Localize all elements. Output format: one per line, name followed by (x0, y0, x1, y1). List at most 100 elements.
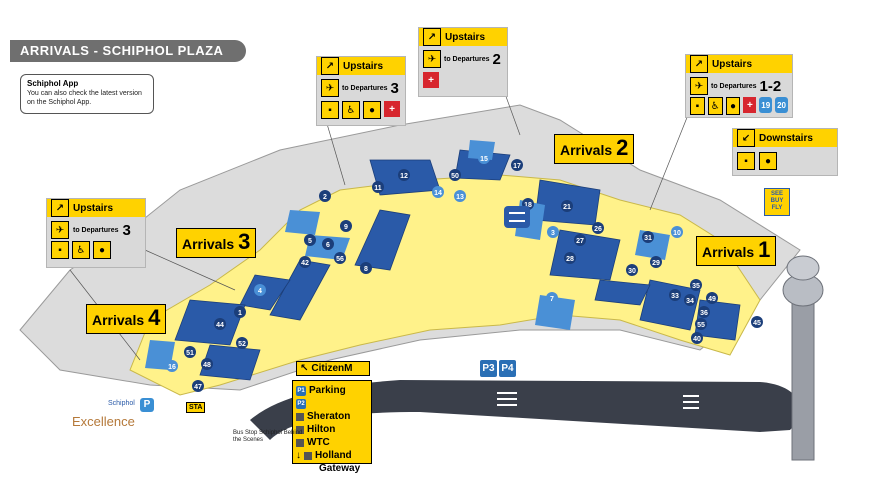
shop-50: 50 (449, 169, 461, 181)
luggage-icon: ▪ (690, 97, 705, 115)
downstairs-panel: ↙ Downstairs ▪ ● (732, 128, 838, 176)
p4-badge: P4 (499, 360, 516, 377)
upstairs-panel-right: ↗ Upstairs ✈ to Departures 1-2 ▪ ♿ ● + 1… (685, 54, 793, 118)
shop-4: 4 (254, 284, 266, 296)
shop-2: 2 (319, 190, 331, 202)
svg-text:40: 40 (693, 336, 701, 343)
svg-text:51: 51 (186, 350, 194, 357)
shop-55: 55 (695, 318, 707, 330)
hotel-icon (296, 412, 304, 421)
first-aid-icon: + (423, 72, 439, 88)
train-station-icon (504, 206, 530, 228)
to-departures-label: to Departures (342, 84, 388, 92)
svg-text:30: 30 (628, 268, 636, 275)
svg-text:15: 15 (480, 156, 488, 163)
shop-27: 27 (574, 234, 586, 246)
svg-text:26: 26 (594, 226, 602, 233)
shop-52: 52 (236, 337, 248, 349)
gate-badge-19: 19 (759, 97, 773, 113)
to-departures-label: to Departures (73, 226, 119, 234)
svg-text:27: 27 (576, 238, 584, 245)
svg-text:8: 8 (364, 266, 368, 273)
arrow-icon: ↖ (300, 363, 309, 374)
shop-44: 44 (214, 318, 226, 330)
plane-icon: ✈ (51, 221, 69, 239)
escalator-down-icon: ↙ (737, 129, 755, 147)
road-markings (497, 392, 699, 409)
shop-1: 1 (234, 306, 246, 318)
shop-15: 15 (478, 152, 490, 164)
shop-6: 6 (322, 238, 334, 250)
svg-text:17: 17 (513, 163, 521, 170)
assistance-icon: ♿ (707, 97, 723, 115)
to-departures-label: to Departures (711, 82, 757, 90)
p2-badge: P2 (296, 398, 306, 409)
svg-text:13: 13 (456, 194, 464, 201)
svg-text:5: 5 (308, 238, 312, 245)
shop-40: 40 (691, 332, 703, 344)
svg-text:6: 6 (326, 242, 330, 249)
first-aid-icon: + (743, 97, 757, 113)
svg-text:11: 11 (374, 185, 382, 192)
shop-7: 7 (546, 292, 558, 304)
shop-48: 48 (201, 358, 213, 370)
hotel-icon (296, 425, 304, 434)
shop-30: 30 (626, 264, 638, 276)
departures-number: 1-2 (759, 77, 782, 95)
p3-badge: P3 (480, 360, 497, 377)
shop-47: 47 (192, 380, 204, 392)
svg-text:28: 28 (566, 256, 574, 263)
svg-text:2: 2 (323, 194, 327, 201)
svg-text:35: 35 (692, 283, 700, 290)
schiphol-app-notice: Schiphol App You can also check the late… (20, 74, 154, 114)
assistance-icon: ♿ (72, 241, 90, 259)
upstairs-label: Upstairs (445, 31, 486, 43)
svg-text:36: 36 (700, 310, 708, 317)
svg-text:21: 21 (563, 204, 571, 211)
hotel-wtc: WTC (296, 436, 368, 449)
svg-text:29: 29 (652, 260, 660, 267)
arrivals-2-label: Arrivals 2 (554, 134, 635, 164)
svg-text:48: 48 (203, 362, 211, 369)
road (250, 380, 800, 440)
svg-text:14: 14 (434, 190, 442, 197)
parking-row: P1 Parking (296, 385, 346, 396)
svg-text:3: 3 (551, 230, 555, 237)
shop-35: 35 (690, 279, 702, 291)
arrow-down-icon: ↓ (296, 450, 301, 461)
title-bar: ARRIVALS - SCHIPHOL PLAZA (10, 40, 246, 62)
upstairs-panel-left: ↗ Upstairs ✈ to Departures 3 ▪ ♿ ● (46, 198, 146, 268)
svg-text:18: 18 (524, 202, 532, 209)
shop-9: 9 (340, 220, 352, 232)
svg-text:9: 9 (344, 224, 348, 231)
svg-text:1: 1 (238, 310, 242, 317)
hotel-gateway: Gateway (319, 463, 361, 474)
svg-text:50: 50 (451, 173, 459, 180)
arrivals-3-label: Arrivals 3 (176, 228, 257, 258)
app-line-2: on the Schiphol App. (27, 99, 92, 106)
svg-text:47: 47 (194, 384, 202, 391)
restroom-icon: ● (93, 241, 111, 259)
departures-number: 3 (390, 79, 399, 97)
plane-icon: ✈ (321, 79, 339, 97)
first-aid-icon: + (384, 101, 400, 117)
shop-36: 36 (698, 306, 710, 318)
upstairs-label: Upstairs (712, 58, 753, 70)
shop-3: 3 (547, 226, 559, 238)
plane-icon: ✈ (423, 50, 441, 68)
shop-14: 14 (432, 186, 444, 198)
svg-text:45: 45 (753, 320, 761, 327)
svg-text:12: 12 (400, 173, 408, 180)
bus-stop-note: Bus Stop Schiphol Behind the Scenes (233, 430, 303, 443)
hotel-icon (296, 438, 304, 447)
app-heading: Schiphol App (27, 79, 79, 88)
see-buy-fly-logo: SEE BUY FLY (764, 188, 790, 216)
escalator-up-icon: ↗ (690, 55, 708, 73)
hotel-holland: ↓Holland (296, 450, 352, 461)
upstairs-panel-mid-left: ↗ Upstairs ✈ to Departures 3 ▪ ♿ ● + (316, 56, 406, 126)
shop-34: 34 (684, 294, 696, 306)
shop-5: 5 (304, 234, 316, 246)
shop-12: 12 (398, 169, 410, 181)
upstairs-label: Upstairs (343, 60, 384, 72)
